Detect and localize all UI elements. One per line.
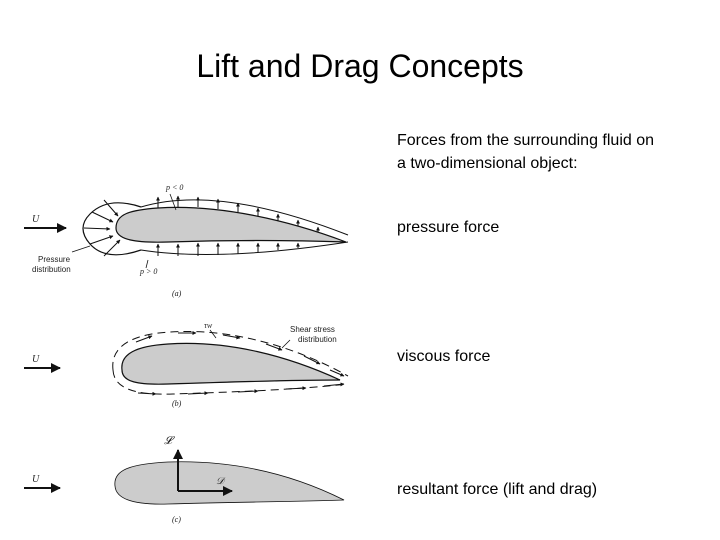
drag-symbol: 𝒟 [216, 476, 226, 487]
pressure-arrows-leading-edge [83, 199, 121, 257]
lift-symbol: 𝓛 [164, 435, 175, 447]
intro-line-1: Forces from the surrounding fluid on [397, 132, 655, 149]
pressure-force-label: pressure force [397, 219, 500, 236]
resultant-diagram: U 𝓛 𝒟 (c) [24, 435, 345, 524]
shear-diagram: U τw Shear stress distribution (b) [24, 321, 349, 408]
suction-arrows [156, 195, 320, 232]
p-positive-label: p > 0 [139, 267, 157, 276]
pressure-diagram: U [24, 183, 349, 298]
velocity-label: U [32, 214, 40, 225]
shear-arrows [135, 331, 345, 396]
resultant-force-label: resultant force (lift and drag) [397, 481, 598, 498]
upper-pressure-envelope [140, 199, 349, 236]
velocity-label: U [32, 474, 40, 485]
shear-label-2: distribution [298, 335, 337, 344]
intro-line-2: a two-dimensional object: [397, 155, 578, 172]
slide-title: Lift and Drag Concepts [196, 48, 524, 84]
pressure-label-2: distribution [32, 265, 71, 274]
pressure-arrows-lower [156, 242, 300, 256]
caption-c: (c) [172, 515, 181, 524]
shear-label-1: Shear stress [290, 325, 335, 334]
shear-leader [281, 339, 291, 349]
p-pos-leader [145, 259, 149, 269]
pressure-label-1: Pressure [38, 255, 71, 264]
velocity-label: U [32, 354, 40, 365]
tau-w-label: τw [204, 321, 213, 330]
p-negative-label: p < 0 [165, 183, 183, 192]
tau-leader [209, 329, 217, 339]
airfoil-c [114, 461, 345, 505]
viscous-force-label: viscous force [397, 348, 491, 365]
lower-pressure-envelope [140, 241, 349, 255]
caption-a: (a) [172, 289, 182, 298]
airfoil-a [115, 206, 347, 243]
caption-b: (b) [172, 399, 182, 408]
airfoil-diagrams: U [24, 183, 349, 524]
pressure-leader [71, 245, 91, 253]
p-neg-leader [169, 193, 177, 211]
airfoil-b [121, 342, 341, 385]
pressure-envelope [82, 202, 142, 256]
upper-shear-envelope [112, 330, 349, 377]
